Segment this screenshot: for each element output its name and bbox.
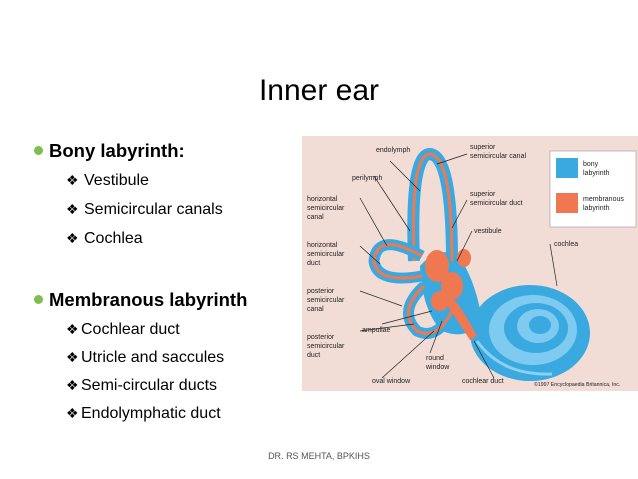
svg-text:horizontal: horizontal [307,196,338,203]
label-round-window: round window [425,355,450,371]
label-ampullae: ampullae [362,327,391,334]
svg-text:semicircular: semicircular [307,297,345,304]
list-item-text: Vestibule [84,172,149,189]
list-item: ❖Endolymphatic duct [66,402,221,425]
svg-text:semicircular duct: semicircular duct [470,200,523,207]
section-heading-bony-labyrinth: Bony labyrinth: [34,139,185,163]
legend-label-membranous: membranous [583,196,624,203]
inner-ear-illustration: endolymph perilymph horizontal semicircu… [307,144,637,388]
diagram-legend: bony labyrinth membranous labyrinth [549,150,637,228]
list-item-text: Endolymphatic duct [81,405,221,422]
section-heading-text: Bony labyrinth: [49,140,185,161]
section-heading-text: Membranous labyrinth [49,289,248,310]
inner-ear-diagram: endolymph perilymph horizontal semicircu… [302,136,638,391]
svg-text:labyrinth: labyrinth [583,170,610,177]
diamond-bullet-icon: ❖ [66,230,79,246]
membranous-labyrinth-shape [425,249,477,340]
label-perilymph: perilymph [352,175,382,182]
posterior-duct-shape [407,284,454,335]
svg-text:duct: duct [307,352,320,359]
diamond-bullet-icon: ❖ [66,172,79,188]
figure-credit: ©1997 Encyclopaedia Britannica, Inc. [534,381,620,388]
svg-text:window: window [425,364,450,371]
svg-text:posterior: posterior [307,334,335,341]
list-item-text: Semi-circular ducts [81,377,218,394]
svg-text:semicircular: semicircular [307,205,345,212]
label-endolymph: endolymph [376,147,410,154]
cochlea-shape [470,285,590,381]
svg-text:canal: canal [307,306,324,313]
diamond-bullet-icon: ❖ [66,349,79,365]
label-superior-canal: superior semicircular canal [470,144,526,160]
section-heading-membranous-labyrinth: Membranous labyrinth [34,288,247,312]
bullet-dot-icon [34,146,43,155]
diamond-bullet-icon: ❖ [66,405,79,421]
svg-text:semicircular: semicircular [307,343,345,350]
label-posterior-canal: posterior semicircular canal [307,288,345,313]
label-posterior-duct: posterior semicircular duct [307,334,345,359]
svg-text:horizontal: horizontal [307,242,338,249]
list-item-text: Cochlear duct [81,321,180,338]
list-item: ❖Semi-circular ducts [66,374,217,397]
svg-text:semicircular canal: semicircular canal [470,153,526,160]
slide-title: Inner ear [258,74,380,107]
label-cochlear-duct: cochlear duct [462,378,504,385]
label-cochlea: cochlea [554,241,578,248]
list-item-text: Utricle and saccules [81,349,225,366]
horizontal-duct-shape [372,243,423,280]
label-vestibule: vestibule [474,228,502,235]
label-horizontal-canal: horizontal semicircular canal [307,196,345,221]
slide-footer: DR. RS MEHTA, BPKIHS [268,451,370,461]
legend-swatch-membranous [556,193,578,213]
svg-text:duct: duct [307,260,320,267]
svg-text:round: round [426,355,444,362]
list-item: ❖ Semicircular canals [66,198,223,221]
list-item-text: Cochlea [84,230,143,247]
svg-text:semicircular: semicircular [307,251,345,258]
diamond-bullet-icon: ❖ [66,377,79,393]
label-superior-duct: superior semicircular duct [470,191,523,207]
list-item: ❖Cochlear duct [66,318,180,341]
leader-lines [359,153,558,379]
legend-swatch-bony [556,158,578,178]
list-item: ❖Utricle and saccules [66,346,224,369]
list-item-text: Semicircular canals [84,201,223,218]
svg-text:superior: superior [470,144,496,151]
diamond-bullet-icon: ❖ [66,321,79,337]
list-item: ❖ Cochlea [66,227,143,250]
svg-text:labyrinth: labyrinth [583,205,610,212]
legend-label-bony: bony [583,161,599,168]
svg-text:canal: canal [307,214,324,221]
bullet-dot-icon [34,295,43,304]
label-horizontal-duct: horizontal semicircular duct [307,242,345,267]
diamond-bullet-icon: ❖ [66,201,79,217]
svg-text:posterior: posterior [307,288,335,295]
superior-duct-shape [411,152,454,262]
svg-text:superior: superior [470,191,496,198]
list-item: ❖ Vestibule [66,169,149,192]
label-oval-window: oval window [372,378,411,385]
